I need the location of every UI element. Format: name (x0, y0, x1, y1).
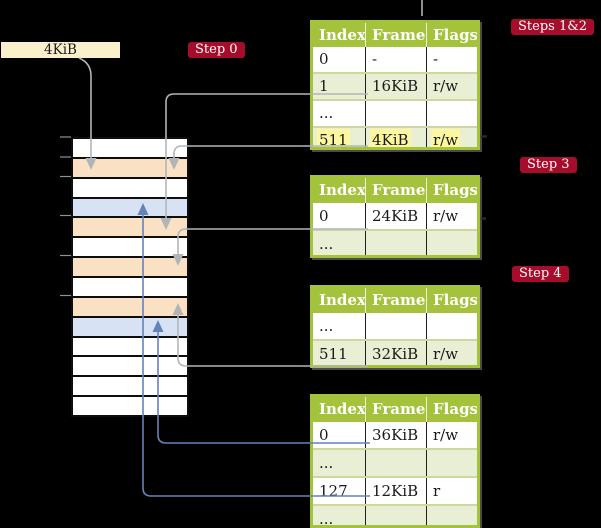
memory-row-5-white (73, 238, 187, 259)
flags-cell (427, 450, 477, 476)
flags-cell (427, 101, 477, 126)
memory-row-1-orange (73, 158, 187, 179)
header-index: Index (313, 397, 366, 422)
badge-step-0: Step 0 (188, 42, 245, 58)
index-cell: 0 (313, 47, 366, 72)
memory-row-8-orange (73, 297, 187, 318)
frame-cell (366, 313, 427, 339)
frame-cell: - (366, 47, 427, 72)
index-cell: 0 (313, 422, 366, 448)
badge-step-3: Step 3 (520, 157, 577, 173)
flags-cell (427, 313, 477, 339)
header-index: Index (313, 178, 366, 203)
header-frame: Frame (366, 288, 427, 313)
index-cell: ... (313, 313, 366, 339)
index-cell: 511 (313, 128, 366, 147)
header-flags: Flags (433, 181, 477, 199)
memory-row-4-orange (73, 218, 187, 239)
frame-cell: 36KiB (366, 422, 427, 448)
table-row-dotdotdot: ... (313, 99, 477, 126)
frame-cell: 4KiB (366, 128, 427, 147)
badge-step-4: Step 4 (512, 266, 569, 282)
memory-row-13-white (73, 397, 187, 416)
header-flags: Flags (433, 26, 477, 44)
table-row-dotdotdot: ... (313, 448, 477, 476)
header-flags: Flags (433, 291, 477, 309)
flags-cell: r/w (433, 345, 459, 363)
frame-cell (366, 101, 427, 126)
table-row-dotdotdot: ... (313, 504, 477, 525)
frame-cell (366, 450, 427, 476)
header-frame: Frame (366, 397, 427, 422)
index-cell: 127 (313, 478, 366, 504)
index-cell: 0 (313, 203, 366, 229)
memory-column (71, 137, 189, 417)
frame-cell: 12KiB (366, 478, 427, 504)
badge-steps-1-2: Steps 1&2 (511, 19, 595, 35)
frame-cell (366, 231, 427, 255)
memory-ticks (60, 136, 71, 297)
frame-cell: 32KiB (366, 341, 427, 365)
flags-cell: r (433, 482, 441, 500)
table-row-dotdotdot: ... (313, 229, 477, 255)
index-cell: ... (313, 450, 366, 476)
header-index: Index (313, 288, 366, 313)
header-frame: Frame (366, 23, 427, 47)
flags-cell (427, 506, 477, 525)
index-cell: ... (313, 101, 366, 126)
flags-cell (427, 231, 477, 255)
memory-row-12-white (73, 377, 187, 398)
memory-row-0-white (73, 139, 187, 159)
memory-row-7-white (73, 278, 187, 298)
flags-cell: r/w (433, 77, 459, 95)
table-row-0: 0-- (313, 47, 477, 72)
index-cell: ... (313, 231, 366, 255)
header-flags: Flags (433, 400, 477, 418)
flags-cell: r/w (433, 426, 459, 444)
memory-row-3-blue (73, 198, 187, 219)
flags-cell: r/w (433, 131, 459, 149)
header-frame: Frame (366, 178, 427, 203)
flags-cell: - (433, 50, 439, 68)
memory-row-2-white (73, 178, 187, 199)
index-cell: 511 (313, 341, 366, 365)
memory-row-11-white (73, 357, 187, 378)
flags-cell: r/w (433, 207, 459, 225)
memory-row-10-white (73, 337, 187, 358)
frame-cell: 16KiB (366, 74, 427, 99)
frame-size-label: 4KiB (1, 42, 120, 58)
index-cell: ... (313, 506, 366, 525)
frame-cell (366, 506, 427, 525)
memory-row-9-blue (73, 317, 187, 338)
table-row-dotdotdot: ... (313, 313, 477, 339)
memory-row-6-orange (73, 258, 187, 279)
header-index: Index (313, 23, 366, 47)
index-cell: 1 (313, 74, 366, 99)
frame-cell: 24KiB (366, 203, 427, 229)
